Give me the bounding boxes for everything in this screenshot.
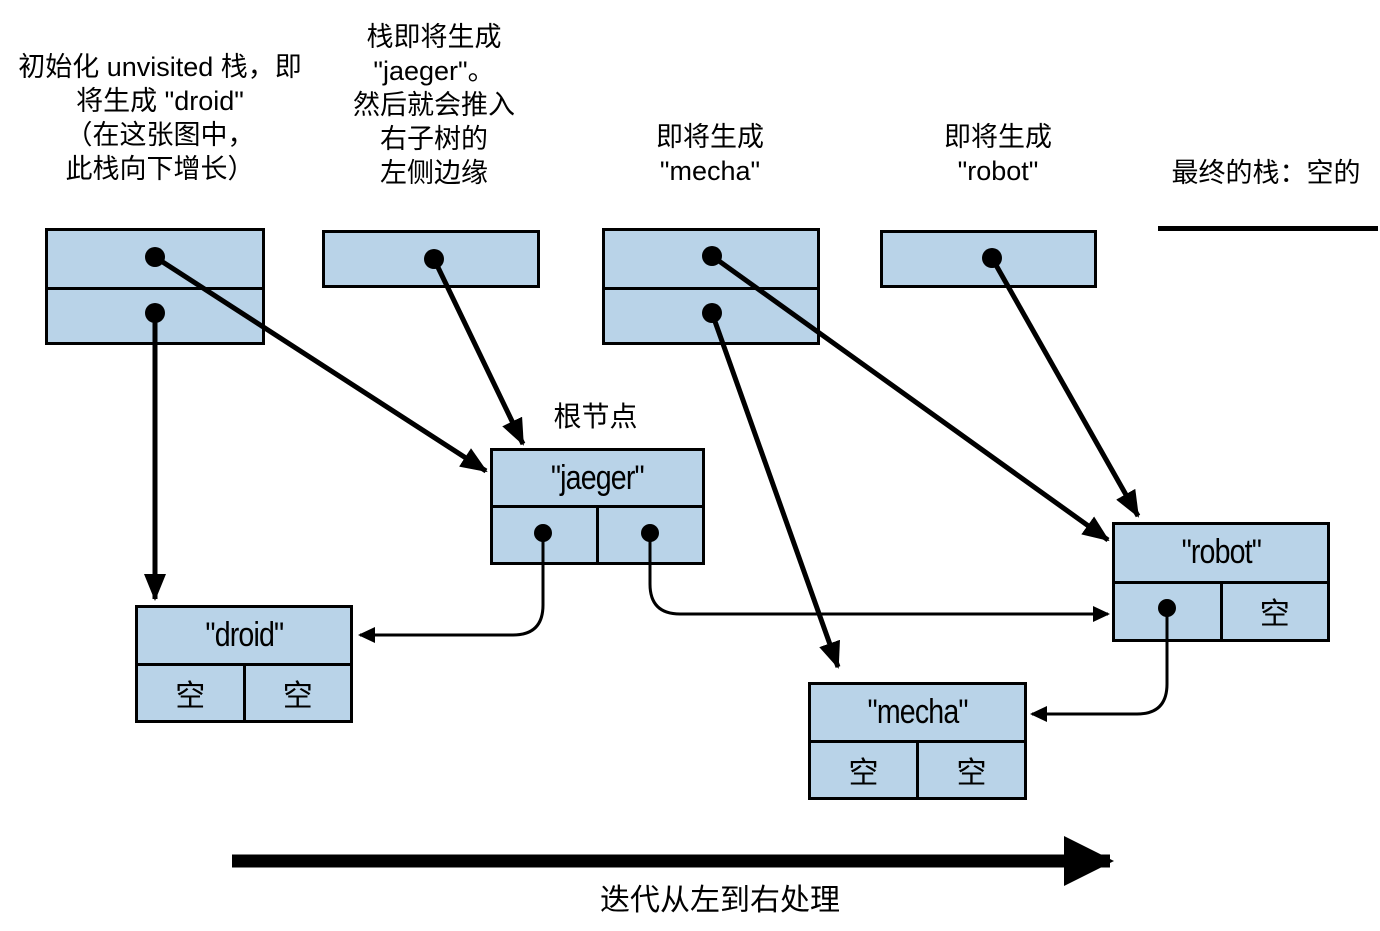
node-jaeger-right-cell	[596, 508, 702, 562]
node-mecha-right-cell: 空	[916, 742, 1024, 797]
node-mecha-title: "mecha"	[811, 685, 1024, 743]
node-robot: "robot" 空	[1112, 522, 1330, 642]
node-droid-left-cell: 空	[175, 679, 206, 713]
caption-stack4: 即将生成 "robot"	[944, 122, 1052, 186]
node-jaeger-title: "jaeger"	[493, 451, 702, 508]
node-droid-title: "droid"	[138, 608, 350, 666]
node-droid: "droid" 空 空	[135, 605, 353, 723]
caption-final-stack: 最终的栈：空的	[1171, 158, 1361, 188]
caption-stack3: 即将生成 "mecha"	[656, 122, 764, 186]
root-node-label: 根节点	[553, 401, 638, 432]
caption-stack1: 初始化 unvisited 栈，即 将生成 "droid" （在这张图中， 此栈…	[18, 52, 302, 184]
caption-stack2: 栈即将生成 "jaeger"。 然后就会推入 右子树的 左侧边缘	[353, 22, 515, 188]
node-jaeger-title-text: "jaeger"	[551, 458, 645, 497]
node-mecha-left-cell: 空	[848, 756, 879, 790]
node-mecha-title-text: "mecha"	[867, 692, 968, 731]
node-droid-title-text: "droid"	[205, 615, 284, 654]
final-empty-stack-line	[1158, 226, 1378, 231]
node-droid-right-cell: 空	[242, 665, 351, 720]
node-robot-title: "robot"	[1115, 525, 1327, 584]
node-robot-title-text: "robot"	[1181, 533, 1261, 572]
caption-iteration: 迭代从左到右处理	[600, 884, 840, 917]
node-robot-right-cell: 空	[1219, 583, 1328, 639]
node-mecha: "mecha" 空 空	[808, 682, 1027, 800]
